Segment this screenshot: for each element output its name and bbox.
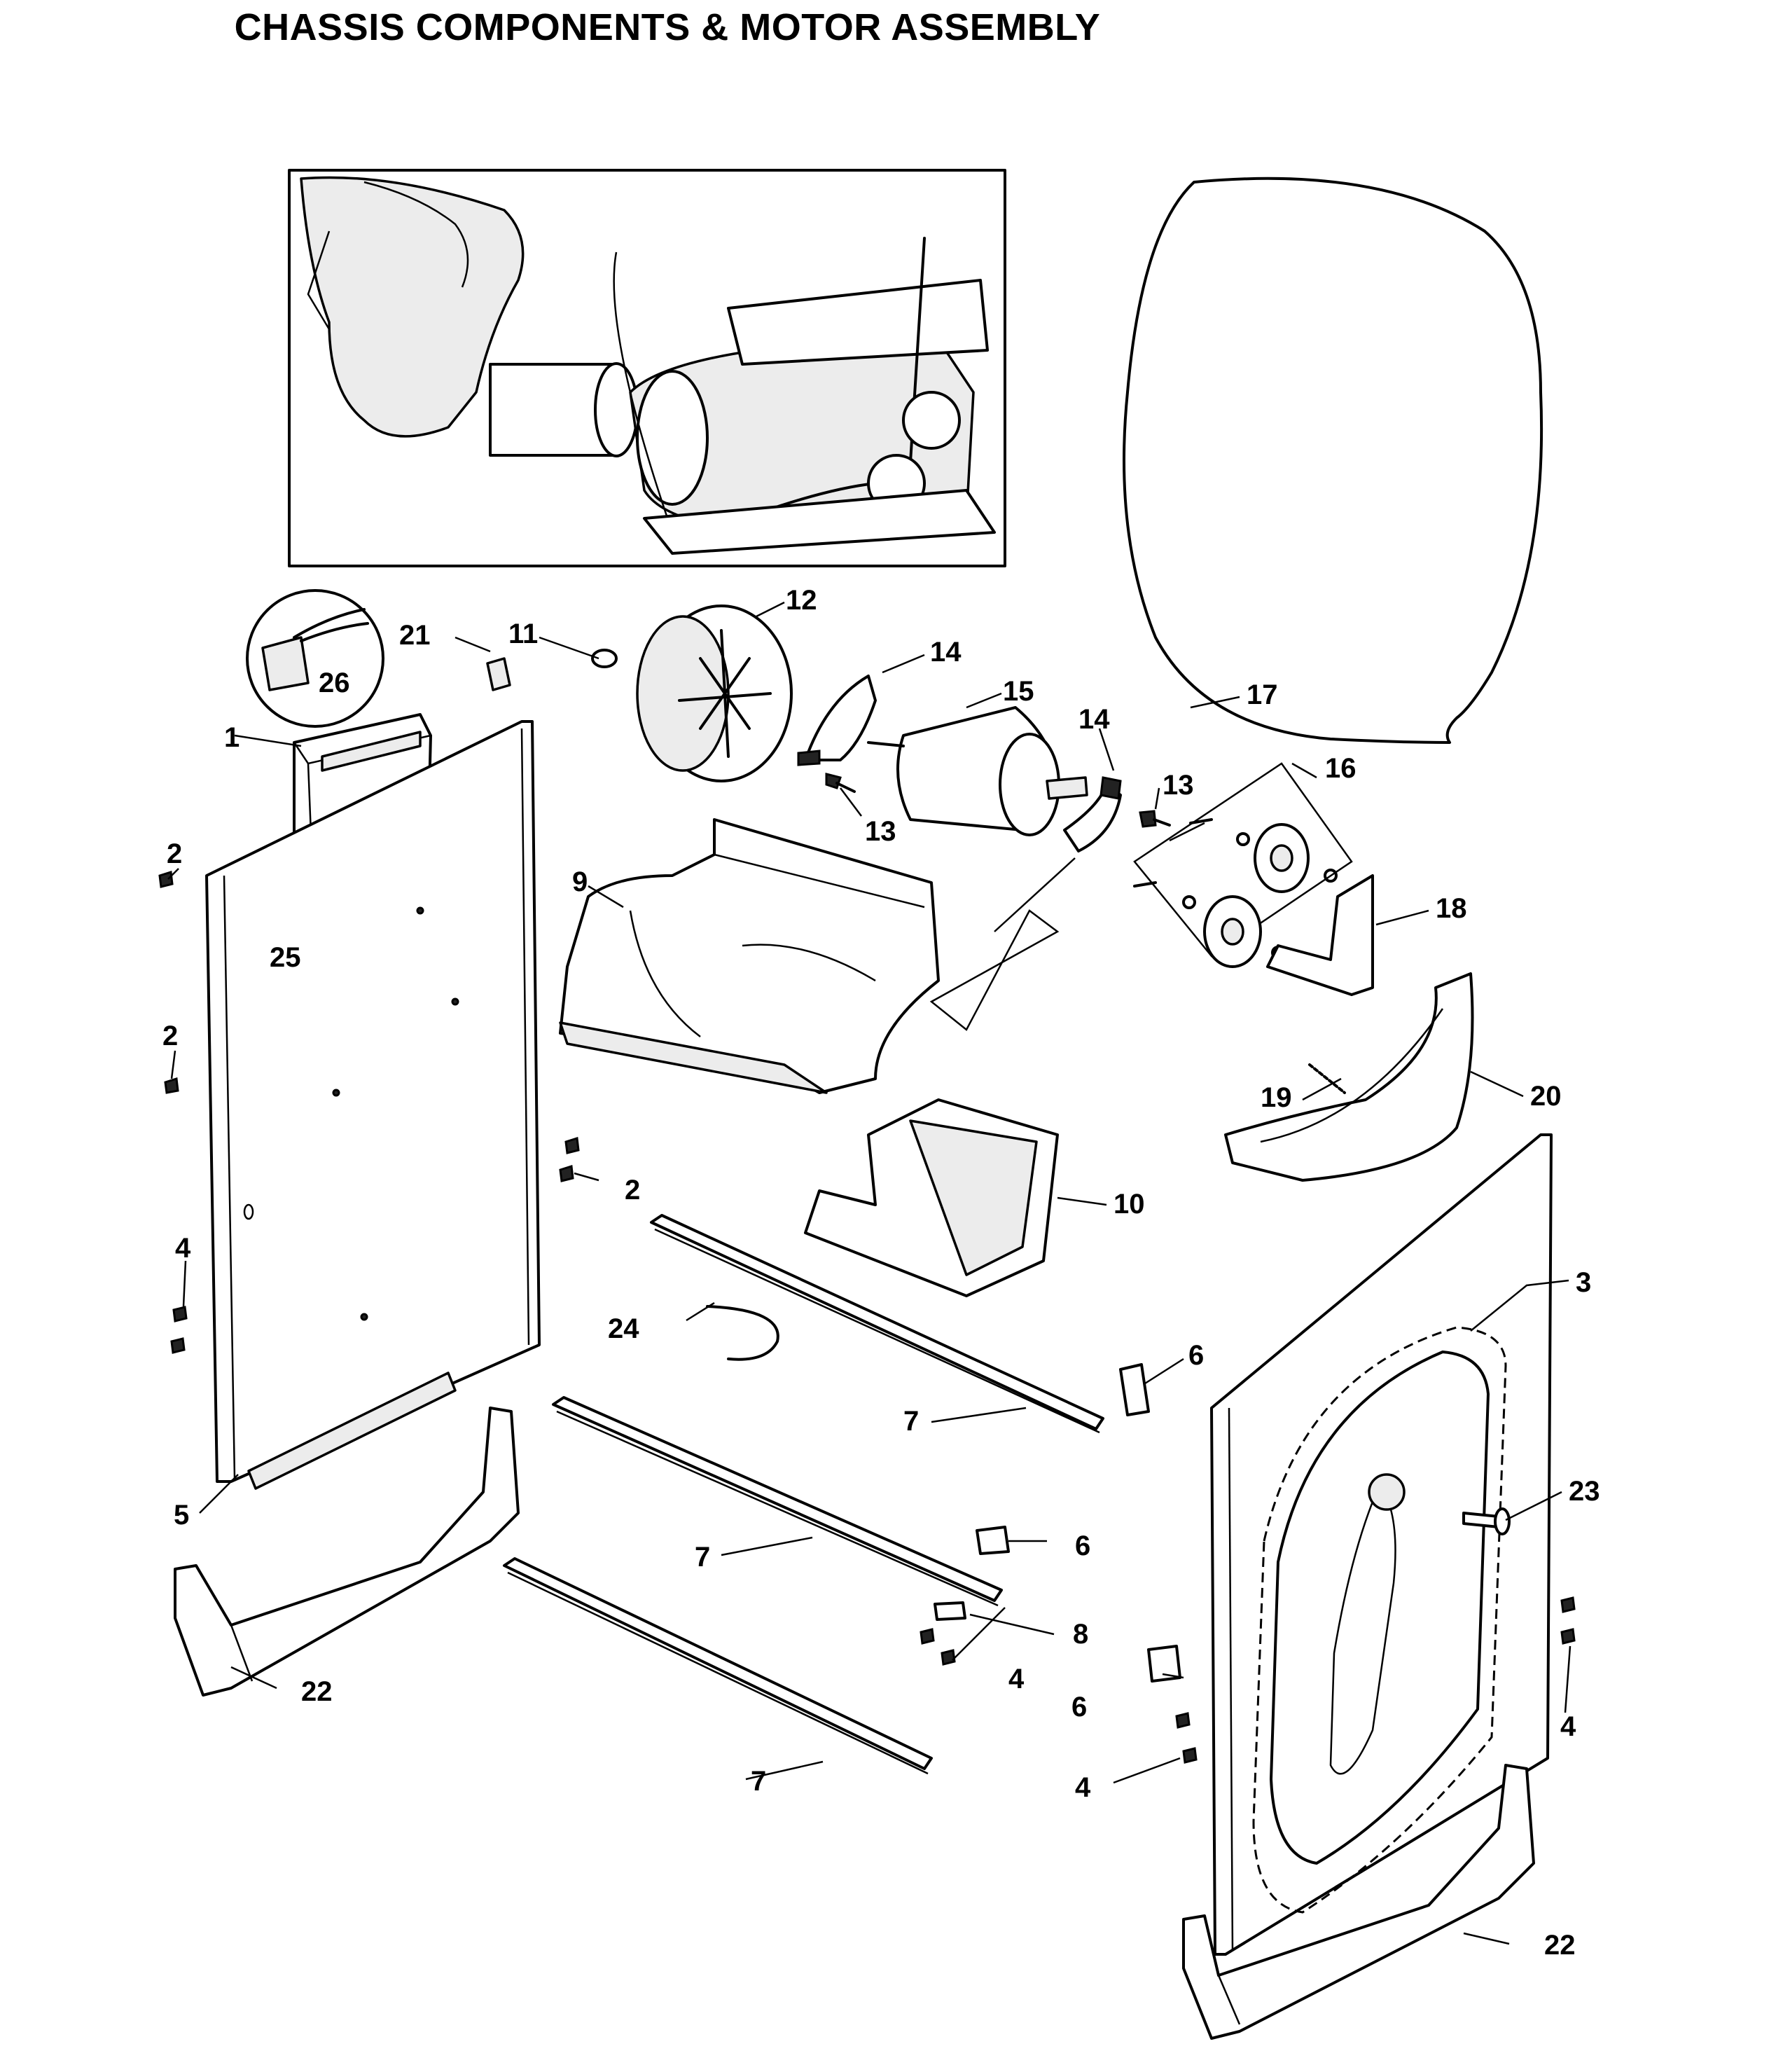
callout-label: 11 <box>508 619 538 649</box>
callout-label: 4 <box>1008 1664 1025 1694</box>
part-22-base-rail-right <box>1182 1764 1535 2040</box>
callout-label: 22 <box>301 1676 333 1707</box>
part-4-screws <box>170 1306 1576 1764</box>
callout-label: 4 <box>1560 1711 1576 1742</box>
callout-label: 19 <box>1261 1082 1292 1113</box>
callout-label: 23 <box>1569 1476 1600 1507</box>
callout-label: 2 <box>162 1021 178 1051</box>
callout-label: 20 <box>1530 1081 1562 1112</box>
callout-label: 7 <box>751 1766 766 1797</box>
part-6-bracket-middle <box>976 1526 1010 1555</box>
callout-label: 13 <box>1163 770 1194 801</box>
assembly-inset <box>288 169 1006 567</box>
part-20-motor-base <box>1224 972 1474 1182</box>
callout-label: 16 <box>1325 753 1357 784</box>
part-16-idler-pulley-assembly <box>1133 762 1353 968</box>
callout-label: 8 <box>1073 1619 1088 1650</box>
part-6-bracket-upper <box>1119 1363 1150 1416</box>
part-18-idler-bracket <box>1266 874 1374 996</box>
callout-label: 15 <box>1003 676 1034 707</box>
callout-label: 4 <box>175 1233 191 1264</box>
callout-label: 10 <box>1113 1189 1145 1220</box>
part-7-cross-brace-lower <box>503 1557 933 1775</box>
callout-label: 7 <box>903 1406 919 1437</box>
part-8-clip <box>934 1601 966 1621</box>
explode-lines <box>929 822 1205 1031</box>
part-19-spring <box>1308 1063 1346 1094</box>
callout-label: 1 <box>224 722 240 753</box>
part-12-blower-wheel <box>636 605 793 782</box>
part-2-screws <box>158 871 580 1182</box>
callout-label: 17 <box>1247 679 1278 710</box>
part-3-rear-panel <box>1210 1133 1553 1956</box>
callout-label: 13 <box>865 816 896 847</box>
part-11-washer <box>591 649 618 668</box>
part-15-motor <box>867 706 1088 836</box>
callout-label: 2 <box>167 838 182 869</box>
part-13-screw-right <box>1139 810 1171 828</box>
callout-labels: 1 2 2 2 3 4 4 4 4 5 6 6 6 7 7 7 8 9 10 1… <box>162 585 1600 1961</box>
callout-label: 7 <box>695 1542 710 1573</box>
callout-label: 6 <box>1188 1340 1204 1371</box>
part-24-wire-jumper <box>706 1305 779 1361</box>
diagram-title: CHASSIS COMPONENTS & MOTOR ASSEMBLY <box>234 6 1101 48</box>
part-7-cross-brace-middle <box>552 1396 1003 1607</box>
callout-label: 2 <box>625 1175 640 1206</box>
part-26-wire-harness-detail <box>246 589 384 728</box>
callout-label: 6 <box>1075 1531 1090 1561</box>
part-5-left-side-panel <box>205 720 541 1490</box>
callout-label: 6 <box>1071 1692 1087 1722</box>
part-22-base-rail-left <box>174 1407 520 1697</box>
callout-label: 3 <box>1576 1267 1591 1298</box>
callout-leaders <box>167 601 1572 1945</box>
part-14-motor-mount-front <box>797 675 877 766</box>
callout-label: 4 <box>1075 1772 1091 1803</box>
part-23-drum-shaft <box>1462 1507 1511 1535</box>
part-13-screw-left <box>825 773 856 793</box>
part-17-drive-belt <box>1123 177 1543 744</box>
callout-label: 22 <box>1544 1930 1576 1961</box>
callout-label: 21 <box>399 620 431 651</box>
part-7-cross-brace-upper <box>650 1214 1104 1434</box>
part-10-lint-duct <box>804 1098 1059 1297</box>
callout-label: 12 <box>786 585 817 616</box>
part-14-motor-mount-rear <box>1063 776 1122 852</box>
part-21-thermal-fuse <box>486 657 511 691</box>
callout-label: 5 <box>174 1500 189 1531</box>
callout-label: 9 <box>572 866 588 897</box>
callout-label: 26 <box>319 668 350 698</box>
callout-label: 14 <box>1078 704 1110 735</box>
part-9-blower-housing <box>559 818 940 1094</box>
callout-label: 24 <box>608 1313 639 1344</box>
callout-label: 14 <box>930 637 962 668</box>
callout-label: 25 <box>270 942 301 973</box>
callout-label: 18 <box>1436 893 1467 924</box>
